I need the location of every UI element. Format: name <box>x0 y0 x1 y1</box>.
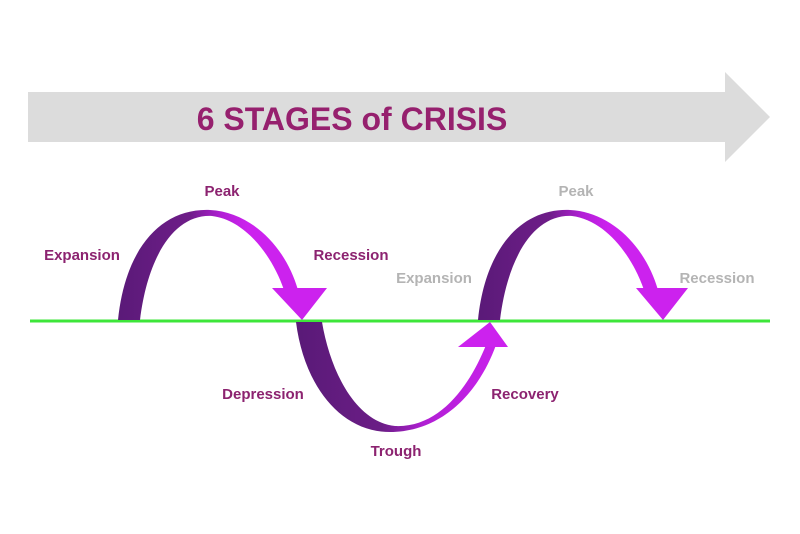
upswing-arc-2 <box>478 209 658 320</box>
recession-arrowhead-2 <box>636 288 688 320</box>
label-peak: Peak <box>204 183 240 200</box>
diagram-title: 6 STAGES of CRISIS <box>197 101 508 137</box>
recovery-arrowhead <box>458 322 508 347</box>
recession-arrowhead-1 <box>272 288 327 320</box>
label-recession: Recession <box>313 247 388 264</box>
banner-arrow <box>28 72 770 162</box>
upswing-arc-1 <box>118 209 298 320</box>
label-trough: Trough <box>371 443 422 460</box>
label-expansion-next: Expansion <box>396 270 472 287</box>
label-expansion: Expansion <box>44 247 120 264</box>
label-recession-next: Recession <box>679 270 754 287</box>
downswing-arc <box>296 322 496 432</box>
label-peak-next: Peak <box>558 183 594 200</box>
label-recovery: Recovery <box>491 386 559 403</box>
label-depression: Depression <box>222 386 304 403</box>
